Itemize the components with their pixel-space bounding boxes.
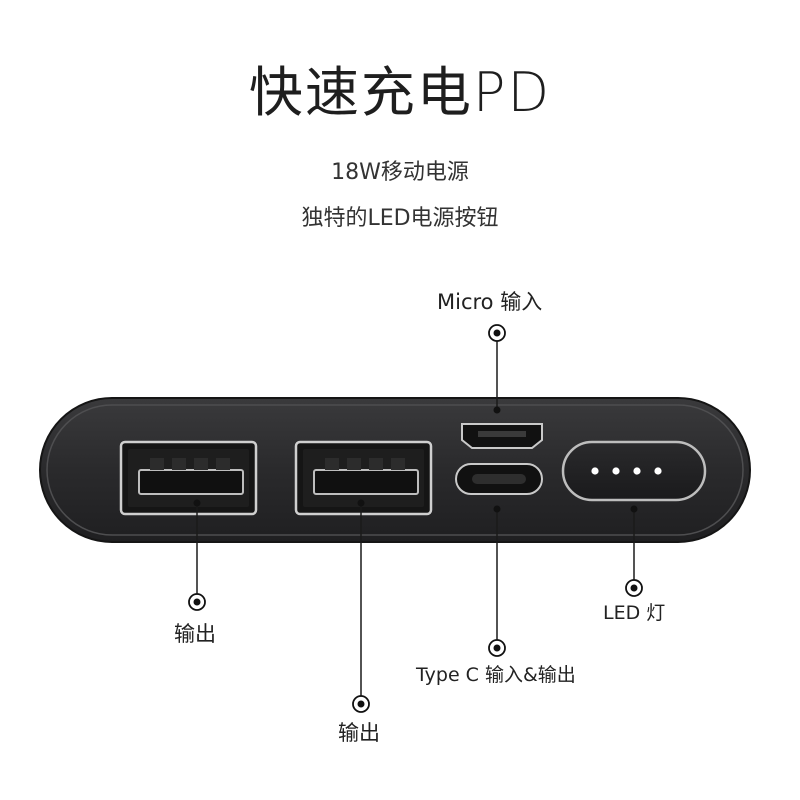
- label-micro-input: Micro 输入: [437, 290, 543, 314]
- subtitle-feature: 独特的LED电源按钮: [301, 206, 499, 231]
- subtitle-capacity: 18W移动电源: [331, 160, 469, 185]
- led-dot: [654, 467, 662, 475]
- callout-marker-usb-2: [352, 695, 370, 713]
- led-dot: [633, 467, 641, 475]
- led-dot: [612, 467, 620, 475]
- callout-origin-usb-2: [357, 499, 365, 507]
- callout-origin-led: [630, 505, 638, 513]
- type-c-port: [455, 463, 543, 495]
- label-type-c: Type C 输入&输出: [416, 664, 576, 686]
- usb-a-port-1: [119, 440, 258, 516]
- led-indicator-dots: [591, 467, 662, 475]
- led-button: [561, 440, 707, 502]
- micro-usb-port: [461, 423, 543, 449]
- callout-marker-led: [625, 579, 643, 597]
- label-usb-output-2: 输出: [338, 721, 380, 745]
- callout-marker-micro: [488, 324, 506, 342]
- callout-origin-usb-1: [193, 499, 201, 507]
- callout-origin-type-c: [493, 505, 501, 513]
- label-usb-output-1: 输出: [174, 622, 216, 646]
- usb-a-port-2: [294, 440, 433, 516]
- callout-origin-micro: [493, 406, 501, 414]
- callout-marker-type-c: [488, 639, 506, 657]
- page-title: 快速充电PD: [248, 61, 552, 124]
- callout-marker-usb-1: [188, 593, 206, 611]
- label-led: LED 灯: [603, 602, 666, 624]
- led-dot: [591, 467, 599, 475]
